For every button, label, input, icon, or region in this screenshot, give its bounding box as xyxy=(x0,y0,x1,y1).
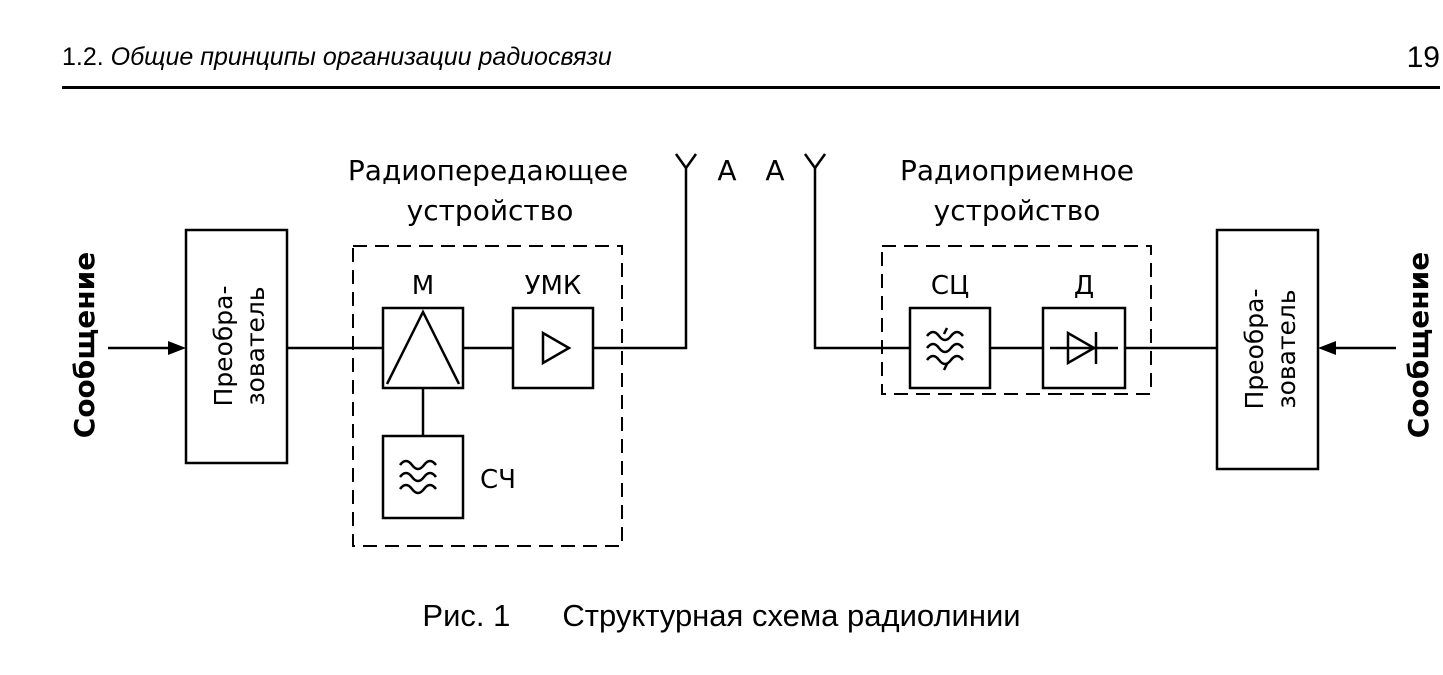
figure-caption: Рис. 1 Структурная схема радиолинии xyxy=(0,596,1443,636)
receiver-converter-box xyxy=(1215,228,1320,471)
receiver-title-line1: Радиоприемное xyxy=(900,154,1134,187)
amplifier-triangle-icon xyxy=(541,330,572,366)
transmitter-antenna-icon xyxy=(674,153,698,169)
transmitter-input-label: Сообщение xyxy=(68,252,101,438)
figure-title: Структурная схема радиолинии xyxy=(562,598,1021,633)
filter-wave-icon xyxy=(926,327,964,371)
section-number: 1.2. xyxy=(62,43,104,71)
wire-antenna-filter xyxy=(813,168,910,350)
transmitter-converter-line1: Преобра- xyxy=(209,286,238,407)
receiver-boundary xyxy=(881,245,1152,395)
synthesizer-wave-icon xyxy=(399,459,437,495)
diode-icon xyxy=(1050,330,1118,366)
receiver-section: Радиоприемное устройство А СЦ Д xyxy=(765,153,1435,471)
amplifier-label: УМК xyxy=(525,271,582,301)
synthesizer-label: СЧ xyxy=(480,465,516,495)
transmitter-converter-box xyxy=(184,228,289,465)
page-number: 19 xyxy=(1406,41,1440,74)
receiver-output-label: Сообщение xyxy=(1402,252,1435,438)
section-heading: 1.2. Общие принципы организации радиосвя… xyxy=(62,40,612,74)
transmitter-title-line1: Радиопередающее xyxy=(348,154,628,187)
input-arrow-head xyxy=(168,341,186,355)
transmitter-title-line2: устройство xyxy=(407,194,574,227)
modulator-label: М xyxy=(412,271,434,301)
receiver-antenna-label: А xyxy=(765,154,784,187)
amplifier-box xyxy=(511,306,595,390)
receiver-converter-line1: Преобра- xyxy=(1240,289,1269,410)
modulator-symbol-icon xyxy=(385,309,461,385)
filter-label: СЦ xyxy=(931,271,969,301)
output-arrow-head xyxy=(1318,341,1336,355)
figure-number: Рис. 1 xyxy=(422,598,511,633)
transmitter-converter-line2: зователь xyxy=(241,286,270,405)
section-title: Общие принципы организации радиосвязи xyxy=(110,43,612,71)
modulator-box xyxy=(381,306,465,390)
transmitter-section: Радиопередающее устройство Сообщение Пре… xyxy=(68,153,737,547)
receiver-title-line2: устройство xyxy=(934,194,1101,227)
transmitter-antenna-label: А xyxy=(717,154,736,187)
receiver-converter-line2: зователь xyxy=(1272,289,1301,408)
page-header: 1.2. Общие принципы организации радиосвя… xyxy=(62,40,1440,89)
transmitter-boundary xyxy=(352,245,623,547)
detector-label: Д xyxy=(1074,271,1094,301)
wire-amplifier-antenna xyxy=(593,168,688,350)
receiver-antenna-icon xyxy=(803,153,827,169)
